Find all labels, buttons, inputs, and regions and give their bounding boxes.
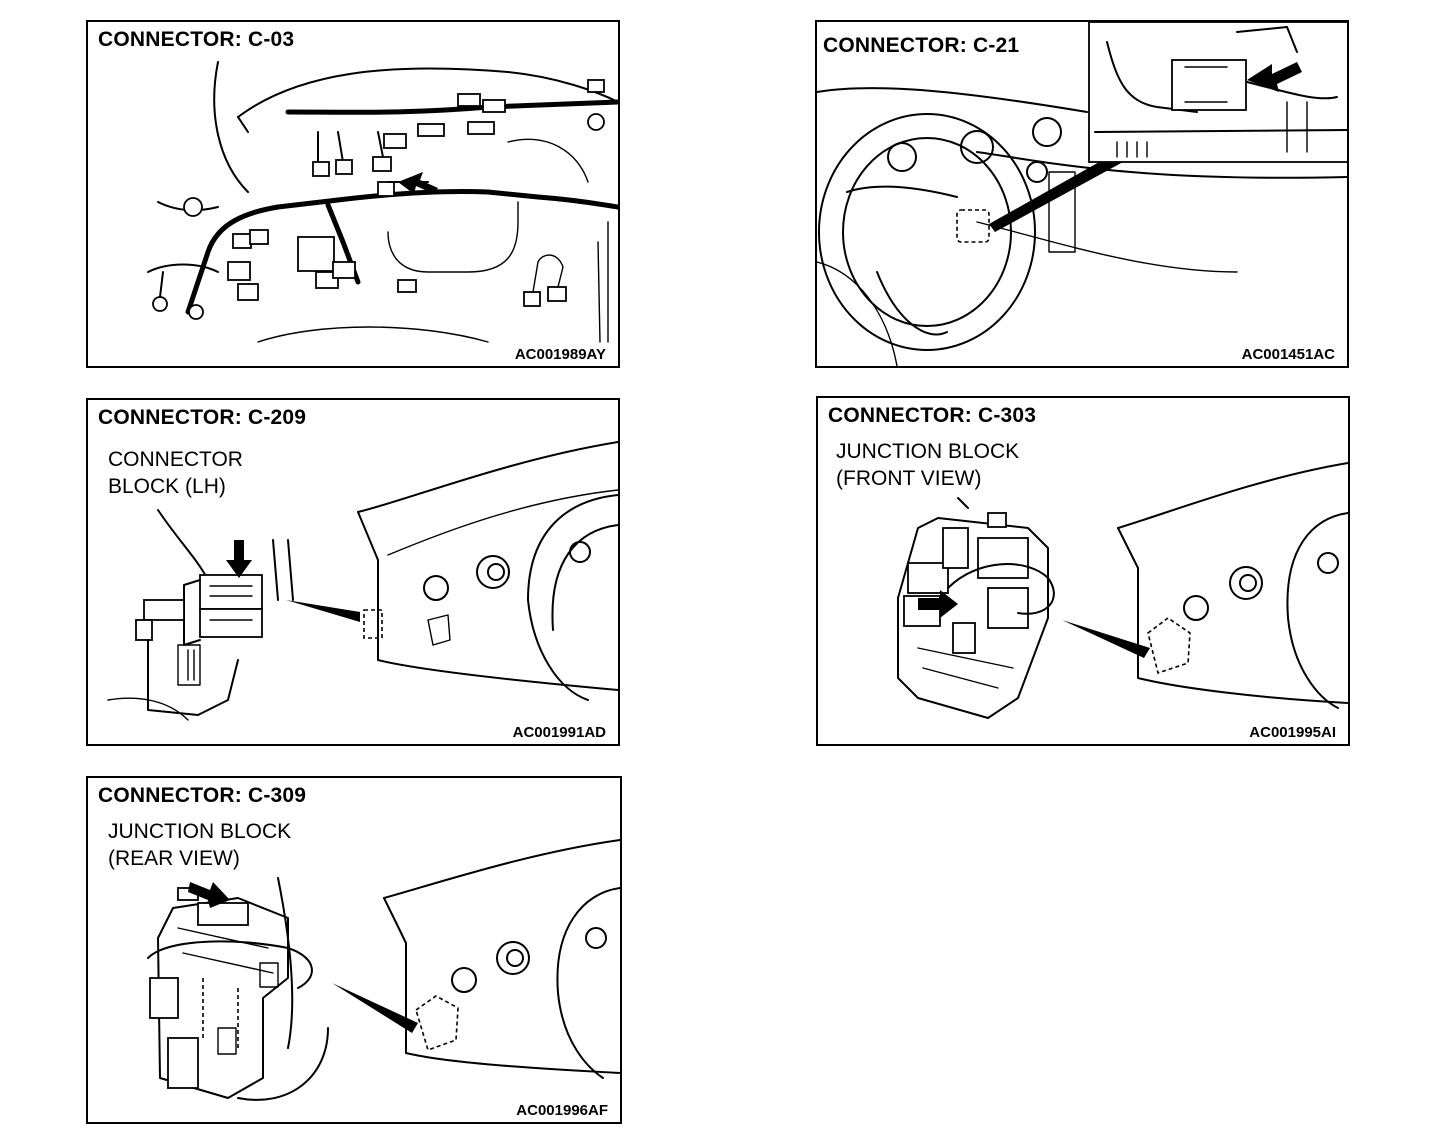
- junction-block-front-illustration: [897, 462, 1348, 719]
- panel-title: CONNECTOR: C-03: [98, 28, 299, 52]
- panel-connector-c03: CONNECTOR: C-03 AC001989AY: [86, 20, 620, 368]
- figure-code: AC001995AI: [1246, 724, 1336, 741]
- figure-code: AC001451AC: [1238, 346, 1335, 363]
- steering-column-illustration: [817, 22, 1347, 366]
- panel-subtitle: JUNCTION BLOCK (REAR VIEW): [108, 818, 291, 872]
- subtitle-line-1: JUNCTION BLOCK: [836, 440, 1020, 463]
- subtitle-line-2: (FRONT VIEW): [836, 467, 982, 490]
- subtitle-line-2: BLOCK (LH): [108, 475, 226, 498]
- figure-code: AC001991AD: [509, 724, 606, 741]
- panel-connector-c309: CONNECTOR: C-309 JUNCTION BLOCK (REAR VI…: [86, 776, 622, 1124]
- junction-block-rear-illustration: [147, 839, 620, 1101]
- panel-connector-c303: CONNECTOR: C-303 JUNCTION BLOCK (FRONT V…: [816, 396, 1350, 746]
- panel-connector-c21: CONNECTOR: C-21 AC001451AC: [815, 20, 1349, 368]
- connector-block-illustration: [107, 441, 618, 721]
- panel-subtitle: JUNCTION BLOCK (FRONT VIEW): [836, 438, 1019, 492]
- panel-title: CONNECTOR: C-209: [98, 406, 311, 430]
- figure-code: AC001996AF: [513, 1102, 608, 1119]
- subtitle-line-1: JUNCTION BLOCK: [108, 820, 292, 843]
- subtitle-line-1: CONNECTOR: [108, 448, 243, 471]
- panel-title: CONNECTOR: C-309: [98, 784, 311, 808]
- panel-title: CONNECTOR: C-21: [823, 34, 1024, 58]
- subtitle-line-2: (REAR VIEW): [108, 847, 240, 870]
- panel-subtitle: CONNECTOR BLOCK (LH): [108, 446, 243, 500]
- wiring-harness-illustration: [147, 61, 618, 343]
- panel-connector-c209: CONNECTOR: C-209 CONNECTOR BLOCK (LH) AC…: [86, 398, 620, 746]
- figure-code: AC001989AY: [511, 346, 606, 363]
- panel-title: CONNECTOR: C-303: [828, 404, 1041, 428]
